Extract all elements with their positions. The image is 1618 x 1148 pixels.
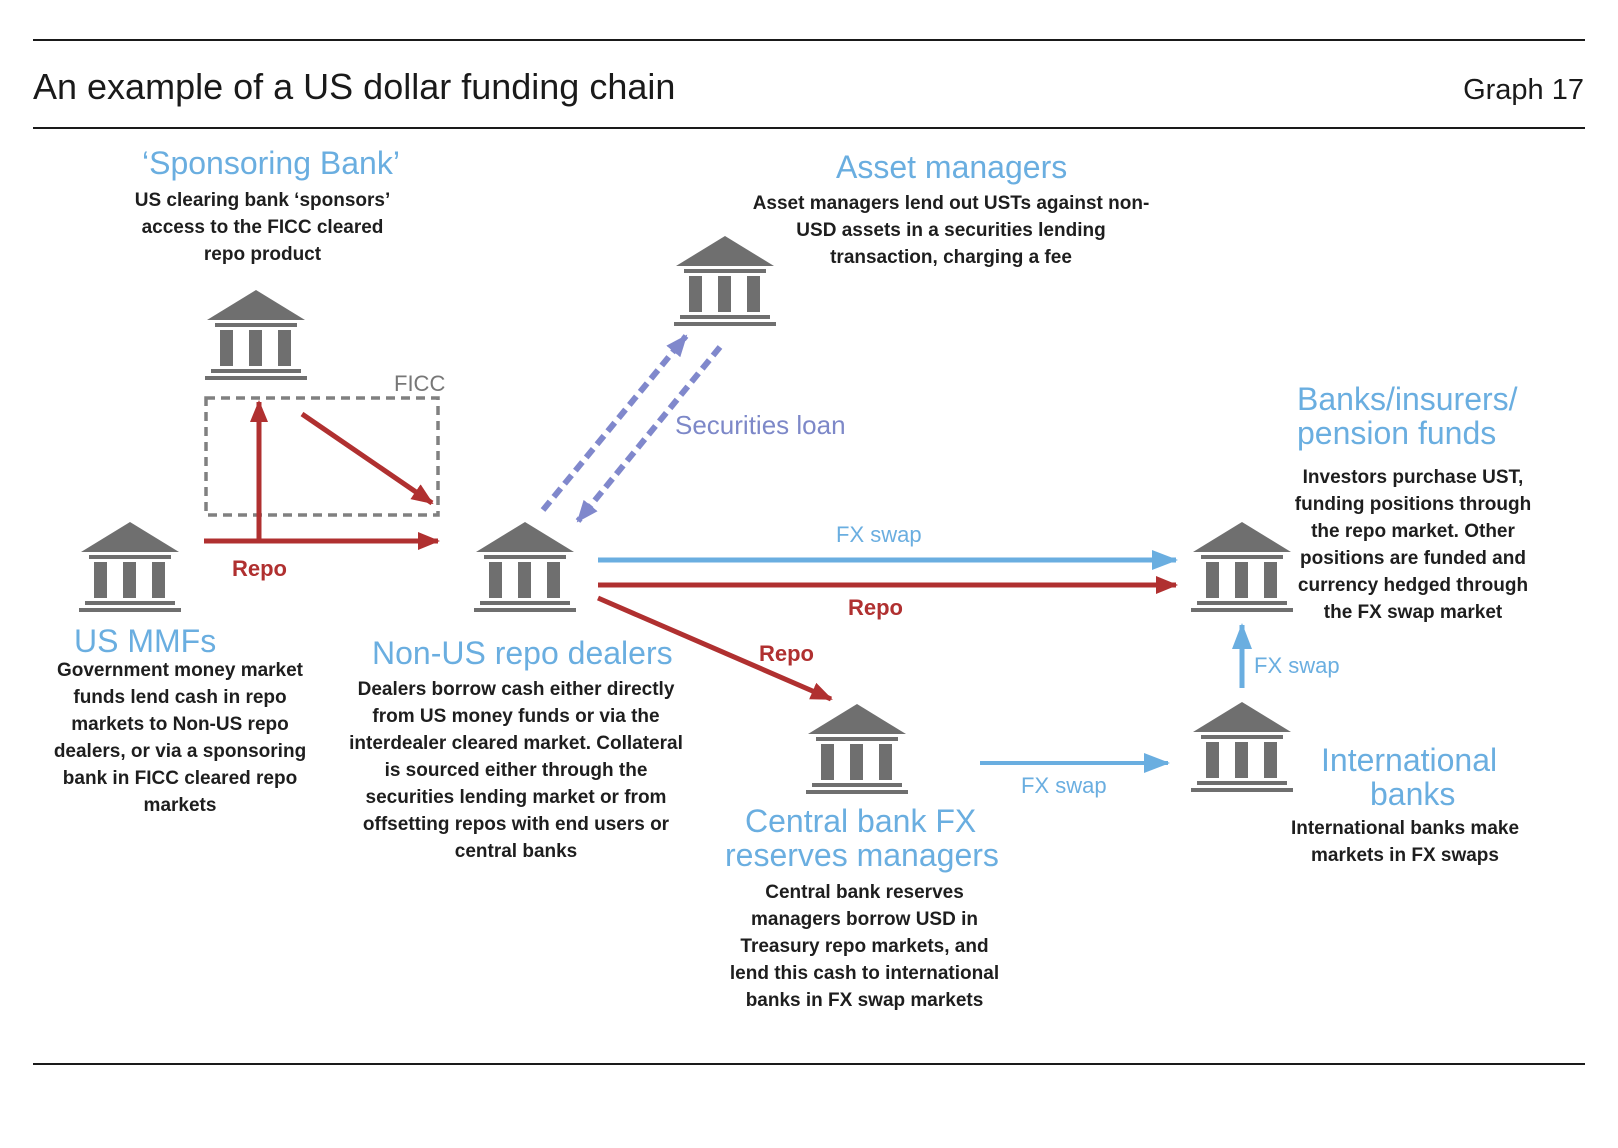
sponsoring-bank-desc: US clearing bank ‘sponsors’ access to th… [134, 190, 391, 265]
repo-arrow-sponsor-to-ficc [300, 411, 434, 506]
us-mmfs-bank-icon [79, 522, 181, 612]
repo-arrow-dealers-to-central-bank [597, 595, 833, 702]
banks-insurers-desc: Investors purchase UST, funding position… [1294, 467, 1532, 623]
non-us-dealers-bank-icon [474, 522, 576, 612]
repo-label-top: Repo [848, 595, 903, 620]
central-bank-icon [806, 704, 908, 794]
page-title: An example of a US dollar funding chain [33, 66, 676, 107]
intl-banks-title-line2: banks [1370, 776, 1456, 812]
central-bank-title-line1: Central bank FX [745, 803, 977, 839]
asset-managers-desc: Asset managers lend out USTs against non… [752, 193, 1150, 268]
banks-insurers-title-line1: Banks/insurers/ [1297, 381, 1518, 417]
repo-label-mmf: Repo [232, 556, 287, 581]
asset-managers-title: Asset managers [836, 149, 1068, 185]
intl-banks-desc: International banks make markets in FX s… [1290, 818, 1520, 866]
banks-insurers-title-line2: pension funds [1297, 415, 1497, 451]
top-rule [33, 39, 1585, 41]
sponsoring-bank-title: ‘Sponsoring Bank’ [142, 145, 400, 181]
intl-banks-bank-icon [1191, 702, 1293, 792]
fx-swap-label-up: FX swap [1254, 653, 1340, 678]
graph-label: Graph 17 [1463, 74, 1584, 106]
central-bank-desc: Central bank reserves managers borrow US… [729, 882, 1000, 1011]
securities-loan-arrow-down [575, 345, 723, 523]
us-mmfs-desc: Government money market funds lend cash … [53, 660, 307, 816]
ficc-label: FICC [394, 371, 446, 396]
banks-insurers-bank-icon [1191, 522, 1293, 612]
non-us-dealers-title: Non-US repo dealers [372, 635, 673, 671]
sponsoring-bank-icon [205, 290, 307, 380]
bottom-rule [33, 1063, 1585, 1065]
securities-loan-arrow-up [540, 334, 689, 512]
fx-swap-label-central: FX swap [1021, 773, 1107, 798]
non-us-dealers-desc: Dealers borrow cash either directly from… [349, 679, 683, 862]
central-bank-title-line2: reserves managers [725, 837, 999, 873]
us-mmfs-title: US MMFs [74, 623, 217, 659]
intl-banks-title-line1: International [1321, 742, 1498, 778]
fx-swap-label-top: FX swap [836, 522, 922, 547]
repo-label-central: Repo [759, 641, 814, 666]
securities-loan-label: Securities loan [675, 410, 846, 440]
ficc-box [204, 396, 440, 517]
header-rule [33, 127, 1585, 129]
asset-managers-bank-icon [674, 236, 776, 326]
